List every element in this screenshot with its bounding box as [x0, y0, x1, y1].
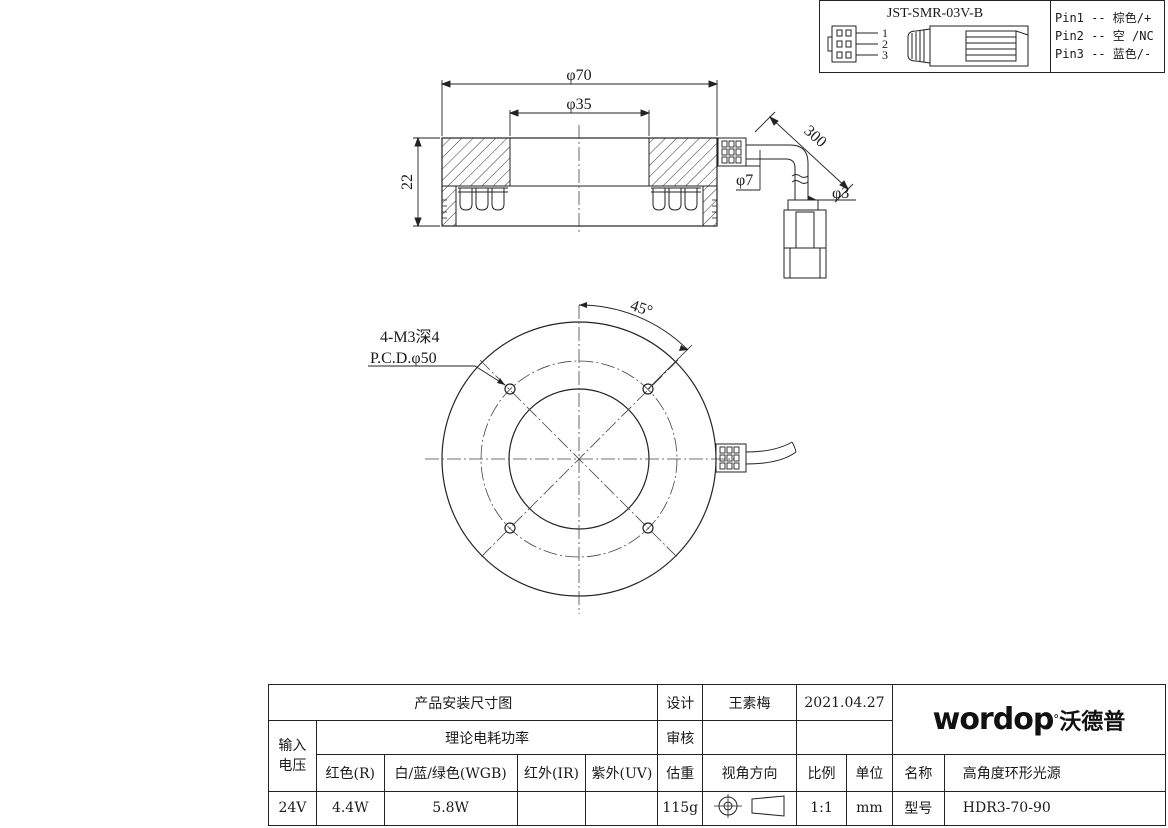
power-label: 理论电耗功率 — [315, 720, 659, 756]
view-label: 视角方向 — [702, 754, 798, 792]
model-value: HDR3-70-90 — [943, 790, 1167, 827]
dimension-inner-diameter — [508, 109, 651, 136]
pcd-label: P.C.D.φ50 — [370, 350, 437, 367]
pin-1-label: Pin1 -- 棕色/+ — [1055, 11, 1152, 25]
drawing-title: 产品安装尺寸图 — [267, 683, 659, 722]
drawing-date: 2021.04.27 — [796, 683, 893, 722]
white-power-value: 5.8W — [383, 790, 518, 827]
connector-model: JST-SMR-03V-B — [886, 6, 984, 21]
scale-label: 比例 — [796, 754, 847, 792]
dimension-cable-diameter — [807, 195, 856, 201]
logo-text: wordop — [932, 702, 1055, 738]
model-label: 型号 — [891, 790, 945, 827]
pin-number-2: 2 — [882, 37, 888, 51]
input-voltage-label: 输入电压 — [268, 720, 317, 792]
connector-info-box: JST-SMR-03V-B 1 2 3 Pin1 -- 棕色/+ Pin2 --… — [819, 0, 1165, 73]
pin-2-label: Pin2 -- 空 /NC — [1055, 29, 1154, 43]
projection-icon — [713, 794, 785, 819]
dimension-cable-length — [754, 111, 854, 203]
scale-value: 1:1 — [796, 790, 847, 827]
unit-label: 单位 — [845, 754, 893, 792]
company-logo: wordop°沃德普 — [891, 683, 1167, 756]
uv-label: 紫外(UV) — [585, 754, 659, 792]
cable-diameter-label: φ3 — [832, 185, 849, 202]
reviewer-name — [702, 720, 798, 756]
angle-label: 45° — [628, 297, 655, 320]
design-label: 设计 — [657, 683, 704, 722]
weight-label: 估重 — [657, 754, 704, 792]
dimension-height — [413, 136, 440, 228]
unit-value: mm — [845, 790, 893, 827]
dimension-outer-diameter — [440, 80, 719, 136]
red-label: 红色(R) — [315, 754, 385, 792]
red-power-value: 4.4W — [315, 790, 385, 827]
dimension-cable-outlet — [736, 150, 761, 191]
inner-diameter-label: φ35 — [566, 96, 591, 113]
designer-name: 王素梅 — [702, 683, 798, 722]
pin-number-3: 3 — [882, 48, 888, 62]
name-label: 名称 — [891, 754, 945, 792]
ir-label: 红外(IR) — [516, 754, 587, 792]
cable-length-label: 300 — [800, 122, 829, 151]
mount-holes-label: 4-M3深4 — [380, 328, 440, 346]
voltage-value: 24V — [268, 790, 317, 827]
divider — [1050, 1, 1051, 73]
white-label: 白/蓝/绿色(WGB) — [383, 754, 518, 792]
pin-3-label: Pin3 -- 蓝色/- — [1055, 47, 1152, 61]
pin-number-1: 1 — [882, 26, 888, 40]
height-label: 22 — [399, 174, 416, 190]
projection-symbol-icon — [702, 790, 798, 827]
outer-diameter-label: φ70 — [566, 67, 591, 84]
title-block: 产品安装尺寸图 设计 王素梅 2021.04.27 wordop°沃德普 输入电… — [267, 683, 1167, 827]
name-value: 高角度环形光源 — [943, 754, 1167, 792]
weight-value: 115g — [657, 790, 704, 827]
cable-outlet-label: φ7 — [736, 172, 753, 189]
review-date — [796, 720, 893, 756]
side-section-view — [441, 125, 827, 279]
technical-drawing: φ70 φ35 22 300 φ7 φ3 — [368, 67, 856, 614]
logo-chinese: 沃德普 — [1059, 710, 1126, 736]
pin-list: Pin1 -- 棕色/+ Pin2 -- 空 /NC Pin3 -- 蓝色/- — [1055, 9, 1154, 63]
review-label: 审核 — [657, 720, 704, 756]
connector-drawing: 1 2 3 — [827, 25, 1029, 67]
top-view — [368, 302, 797, 614]
uv-power-value — [585, 790, 659, 827]
ir-power-value — [516, 790, 587, 827]
